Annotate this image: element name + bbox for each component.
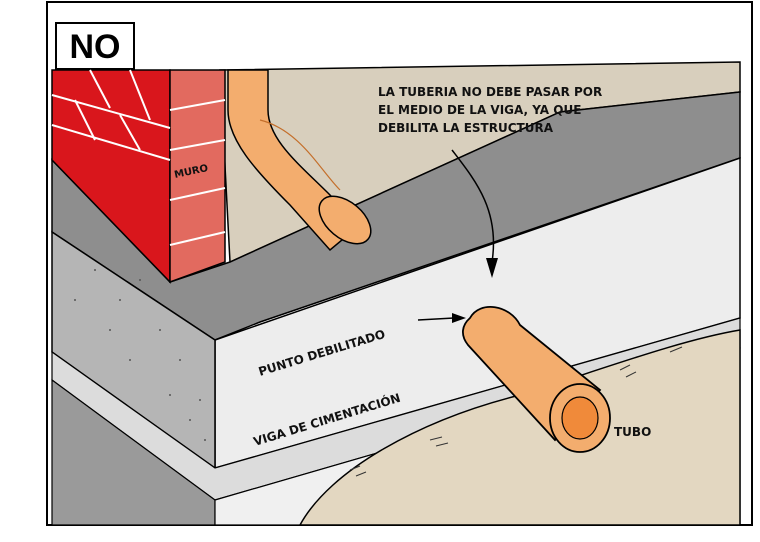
note-line-2: EL MEDIO DE LA VIGA, YA QUE bbox=[378, 103, 581, 117]
note-arrowhead bbox=[486, 258, 498, 278]
pipe-through-beam bbox=[462, 306, 611, 453]
no-badge-text: NO bbox=[70, 28, 121, 66]
note-line-1: LA TUBERIA NO DEBE PASAR POR bbox=[378, 85, 602, 99]
pipe-label: TUBO bbox=[614, 425, 651, 439]
background-pipe bbox=[227, 69, 372, 252]
concrete-texture bbox=[74, 269, 206, 441]
note-arrow bbox=[451, 149, 495, 263]
no-badge: NO bbox=[55, 22, 135, 70]
weak-point-arrowhead bbox=[452, 313, 466, 323]
soil-texture bbox=[349, 346, 683, 477]
weak-point-arrow bbox=[417, 317, 455, 321]
brick-wall bbox=[51, 69, 226, 284]
note-line-3: DEBILITA LA ESTRUCTURA bbox=[378, 121, 554, 135]
